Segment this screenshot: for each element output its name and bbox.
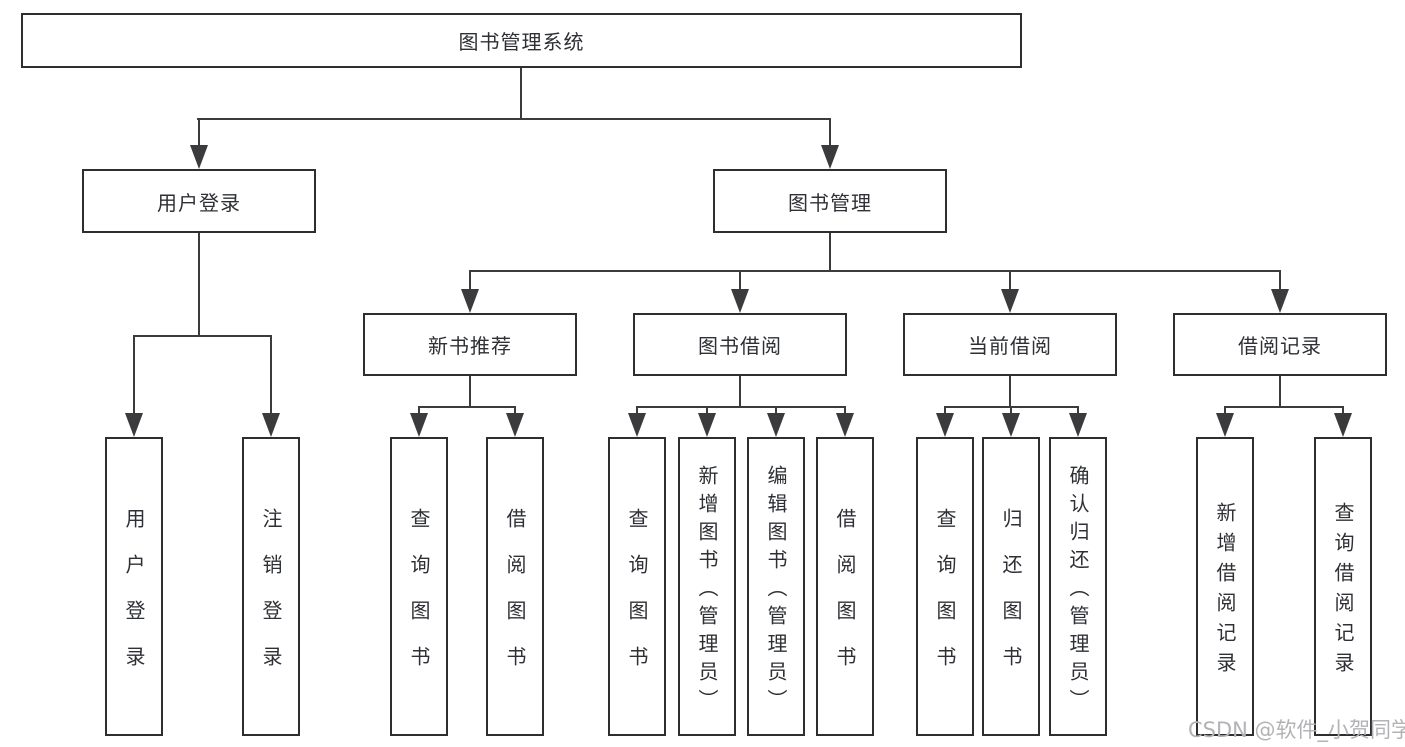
connector-book-mgmt-stem — [829, 233, 831, 271]
leaf-query-books-current: 查询图书 — [916, 437, 974, 736]
leaf-borrow-books-recommend: 借阅图书 — [486, 437, 544, 736]
arrowhead-book-mgmt — [821, 145, 839, 169]
node-user-login-branch: 用户登录 — [82, 169, 316, 233]
arrowhead-leaf — [1216, 413, 1234, 437]
leaf-user-login-label: 用户登录 — [122, 507, 146, 692]
connector-borrowing-drop — [739, 270, 741, 292]
leaf-add-borrow-record-label: 新增借阅记录 — [1213, 501, 1237, 682]
connector-current-drop — [1009, 270, 1011, 292]
connector-user-login-stem — [198, 233, 200, 336]
leaf-query-books-borrowing-label: 查询图书 — [625, 507, 649, 692]
connector-leaf-login-drop — [133, 335, 135, 415]
arrowhead-new-book — [461, 289, 479, 313]
connector-leaf-drop — [944, 406, 946, 416]
leaf-logout: 注销登录 — [242, 437, 300, 736]
arrowhead-records — [1271, 289, 1289, 313]
connector-leaf-drop — [706, 406, 708, 416]
leaf-borrow-books-label: 借阅图书 — [833, 507, 857, 692]
leaf-logout-label: 注销登录 — [259, 507, 283, 692]
leaf-add-borrow-record: 新增借阅记录 — [1196, 437, 1254, 736]
node-current-borrowing: 当前借阅 — [903, 313, 1117, 376]
leaf-add-books-admin-label: 新增图书（管理员） — [695, 464, 719, 717]
arrowhead-leaf-logout — [262, 413, 280, 437]
connector-leaf-drop — [775, 406, 777, 416]
arrowhead-leaf — [767, 413, 785, 437]
connector-leaf-drop — [1010, 406, 1012, 416]
connector-leaf-drop — [844, 406, 846, 416]
node-root-library-management-system: 图书管理系统 — [21, 13, 1022, 68]
arrowhead-user-login — [190, 145, 208, 169]
leaf-query-books-borrowing: 查询图书 — [608, 437, 666, 736]
leaf-borrow-books-recommend-label: 借阅图书 — [503, 507, 527, 692]
connector-leaf-logout-drop — [270, 335, 272, 415]
leaf-edit-books-admin-label: 编辑图书（管理员） — [764, 464, 788, 717]
connector-leaf-drop — [636, 406, 638, 416]
leaf-return-books: 归还图书 — [982, 437, 1040, 736]
connector-records-drop — [1279, 270, 1281, 292]
connector-leaf-drop — [1224, 406, 1226, 416]
connector-group2-stem — [739, 376, 741, 408]
leaf-query-books-recommend: 查询图书 — [390, 437, 448, 736]
node-book-management-branch: 图书管理 — [713, 169, 947, 233]
arrowhead-leaf — [1069, 413, 1087, 437]
connector-leaf-drop — [418, 406, 420, 416]
leaf-query-borrow-record: 查询借阅记录 — [1314, 437, 1372, 736]
connector-user-login-hline — [133, 335, 272, 337]
connector-book-mgmt-drop — [829, 118, 831, 148]
connector-root-stem — [520, 68, 522, 119]
arrowhead-leaf — [628, 413, 646, 437]
arrowhead-leaf-login — [125, 413, 143, 437]
node-new-book-recommendation: 新书推荐 — [363, 313, 577, 376]
connector-group1-stem — [469, 376, 471, 408]
csdn-watermark: CSDN @软件_小贺同学 — [1188, 718, 1405, 742]
leaf-query-books-current-label: 查询图书 — [933, 507, 957, 692]
connector-group4-hline — [1224, 406, 1344, 408]
connector-level2-hline — [197, 118, 831, 120]
leaf-add-books-admin: 新增图书（管理员） — [678, 437, 736, 736]
node-book-borrowing: 图书借阅 — [633, 313, 847, 376]
leaf-confirm-return-admin: 确认归还（管理员） — [1049, 437, 1107, 736]
arrowhead-leaf — [506, 413, 524, 437]
connector-new-book-drop — [469, 270, 471, 292]
arrowhead-leaf — [410, 413, 428, 437]
leaf-return-books-label: 归还图书 — [999, 507, 1023, 692]
arrowhead-borrowing — [731, 289, 749, 313]
arrowhead-leaf — [1334, 413, 1352, 437]
leaf-query-borrow-record-label: 查询借阅记录 — [1331, 501, 1355, 682]
connector-level3-hline — [469, 270, 1281, 272]
connector-group2-hline — [636, 406, 846, 408]
leaf-borrow-books: 借阅图书 — [816, 437, 874, 736]
arrowhead-leaf — [836, 413, 854, 437]
arrowhead-leaf — [936, 413, 954, 437]
leaf-confirm-return-admin-label: 确认归还（管理员） — [1066, 464, 1090, 717]
connector-group4-stem — [1279, 376, 1281, 408]
leaf-user-login: 用户登录 — [105, 437, 163, 736]
connector-group1-hline — [418, 406, 516, 408]
leaf-query-books-recommend-label: 查询图书 — [407, 507, 431, 692]
arrowhead-leaf — [1002, 413, 1020, 437]
connector-user-login-drop — [198, 118, 200, 148]
connector-leaf-drop — [1077, 406, 1079, 416]
arrowhead-current — [1001, 289, 1019, 313]
connector-leaf-drop — [1342, 406, 1344, 416]
arrowhead-leaf — [698, 413, 716, 437]
connector-leaf-drop — [514, 406, 516, 416]
connector-group3-stem — [1009, 376, 1011, 408]
node-borrowing-records: 借阅记录 — [1173, 313, 1387, 376]
leaf-edit-books-admin: 编辑图书（管理员） — [747, 437, 805, 736]
